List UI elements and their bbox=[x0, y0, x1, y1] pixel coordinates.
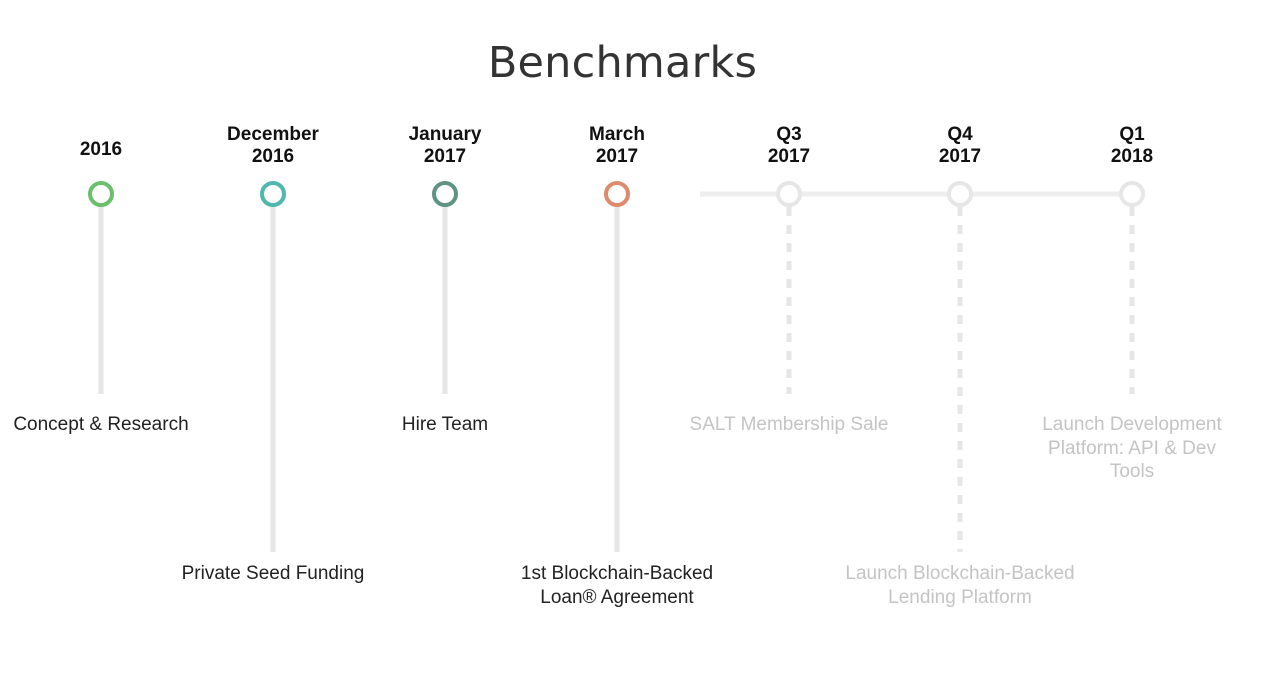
milestone-date: 2016 bbox=[79, 139, 123, 160]
milestone-date: Q3 2017 bbox=[767, 124, 811, 167]
milestone-event: SALT Membership Sale bbox=[689, 414, 889, 435]
milestone-date: December 2016 bbox=[227, 124, 319, 167]
page-title: Benchmarks bbox=[487, 38, 758, 88]
milestone-node bbox=[947, 181, 973, 207]
milestone-date: Q1 2018 bbox=[1110, 124, 1154, 167]
milestone-date: Q4 2017 bbox=[938, 124, 982, 167]
milestone-node bbox=[432, 181, 458, 207]
milestone-date: March 2017 bbox=[589, 124, 645, 167]
milestone-node bbox=[88, 181, 114, 207]
milestone-node bbox=[1119, 181, 1145, 207]
milestone-event: 1st Blockchain-Backed Loan® Agreement bbox=[520, 563, 714, 608]
milestone-event: Hire Team bbox=[401, 414, 489, 435]
milestone-event: Launch Blockchain-Backed Lending Platfor… bbox=[845, 563, 1075, 608]
milestone-date: January 2017 bbox=[408, 124, 482, 167]
milestone-event: Concept & Research bbox=[13, 414, 189, 435]
milestone-node bbox=[260, 181, 286, 207]
milestone-event: Launch Development Platform: API & Dev T… bbox=[1042, 414, 1222, 482]
milestone-event: Private Seed Funding bbox=[181, 563, 365, 584]
milestone-node bbox=[604, 181, 630, 207]
milestone-node bbox=[776, 181, 802, 207]
